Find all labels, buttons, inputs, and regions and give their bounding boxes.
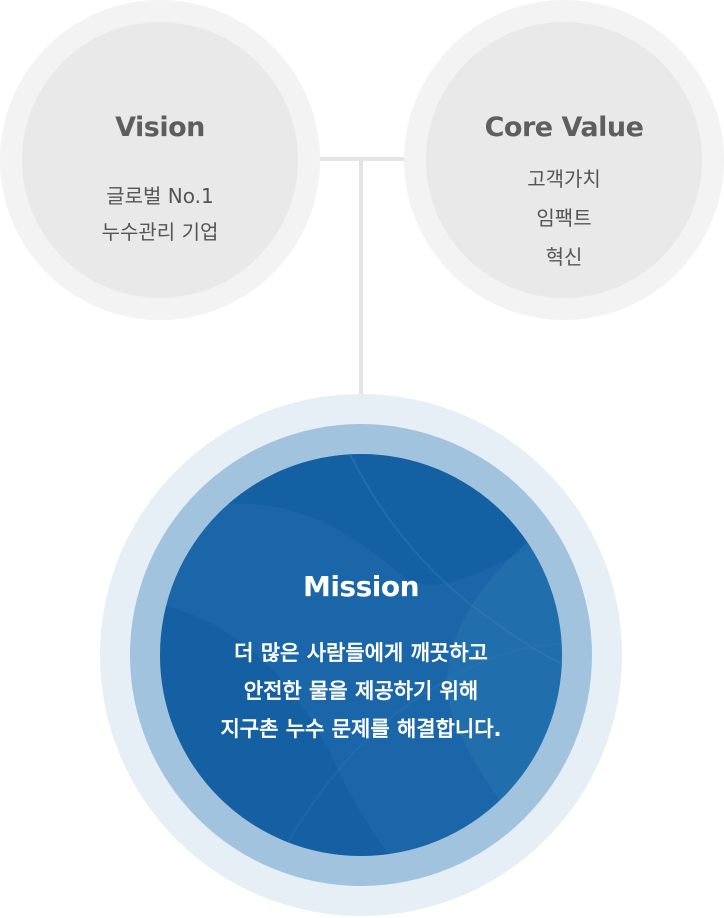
mission-text: 더 많은 사람들에게 깨끗하고 안전한 물을 제공하기 위해 지구촌 누수 문제… xyxy=(160,634,562,748)
vision-text: 글로벌 No.1 누수관리 기업 xyxy=(22,178,298,250)
vision-line: 글로벌 No.1 xyxy=(106,184,214,208)
vision-title: Vision xyxy=(115,112,205,143)
vision-circle-inner: Vision 글로벌 No.1 누수관리 기업 xyxy=(22,22,298,298)
core-value-line: 혁신 xyxy=(545,245,583,269)
mission-title: Mission xyxy=(302,570,420,603)
mission-line: 안전한 물을 제공하기 위해 xyxy=(243,679,479,703)
mission-line: 더 많은 사람들에게 깨끗하고 xyxy=(234,641,488,665)
mission-wave-pattern xyxy=(160,454,562,856)
vision-line: 누수관리 기업 xyxy=(101,220,219,244)
core-value-circle: Core Value 고객가치 임팩트 혁신 xyxy=(404,0,724,320)
mission-circle: Mission 더 많은 사람들에게 깨끗하고 안전한 물을 제공하기 위해 지… xyxy=(160,454,562,856)
core-value-text: 고객가치 임팩트 혁신 xyxy=(426,160,702,277)
core-value-line: 임팩트 xyxy=(536,206,592,230)
connector-vertical xyxy=(359,159,363,459)
mission-circle-ring: Mission 더 많은 사람들에게 깨끗하고 안전한 물을 제공하기 위해 지… xyxy=(130,424,592,886)
mission-circle-outer: Mission 더 많은 사람들에게 깨끗하고 안전한 물을 제공하기 위해 지… xyxy=(100,394,622,916)
core-value-line: 고객가치 xyxy=(527,167,601,191)
vision-circle: Vision 글로벌 No.1 누수관리 기업 xyxy=(0,0,320,320)
core-value-title: Core Value xyxy=(484,112,644,143)
mission-line: 지구촌 누수 문제를 해결합니다. xyxy=(220,717,502,741)
core-value-circle-inner: Core Value 고객가치 임팩트 혁신 xyxy=(426,22,702,298)
